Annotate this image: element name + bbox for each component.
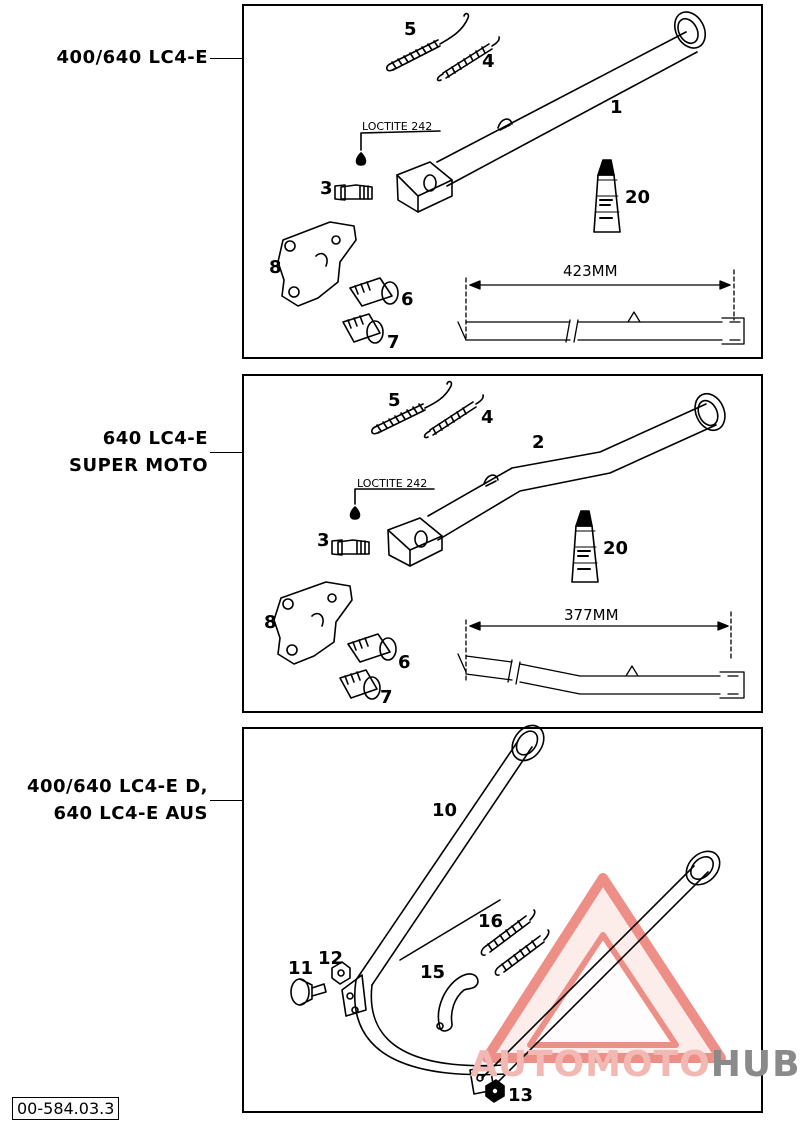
watermark-text: AUTOMOTOHUB — [470, 1044, 800, 1085]
nut-12 — [331, 961, 351, 985]
spring-5-p1 — [386, 12, 470, 72]
part-num-3-p2: 3 — [317, 530, 330, 551]
bracket-15 — [436, 973, 479, 1032]
screw-6-p1 — [349, 277, 399, 307]
loctite-drop-p1 — [355, 130, 441, 166]
model-label-2: 640 LC4-E SUPER MOTO — [10, 425, 208, 479]
part-num-4-p1: 4 — [482, 51, 495, 72]
watermark-text-a: AUTOMOTO — [470, 1044, 711, 1085]
nut-13 — [485, 1079, 505, 1103]
watermark-triangle — [482, 873, 726, 1063]
loctite-bottle-p2 — [571, 510, 599, 583]
part-num-8-p2: 8 — [264, 612, 277, 633]
part-num-2: 2 — [532, 432, 545, 453]
model-label-2-line-1: 640 LC4-E — [102, 428, 208, 449]
figure-code: 00-584.03.3 — [12, 1097, 120, 1120]
spring-4-p2 — [423, 394, 484, 439]
model-label-2-line-2: SUPER MOTO — [69, 455, 208, 476]
part-num-5-p2: 5 — [388, 390, 401, 411]
model-label-3: 400/640 LC4-E D, 640 LC4-E AUS — [10, 773, 208, 827]
screw-6-p2 — [347, 633, 397, 663]
bolt-3-p1 — [334, 184, 373, 201]
center-stand-10 — [341, 724, 721, 1095]
model-label-1-line-1: 400/640 LC4-E — [56, 47, 208, 68]
leader-1 — [210, 58, 242, 59]
screw-7-p2 — [339, 669, 381, 700]
leader-3 — [210, 800, 242, 801]
rubber-buffer-11 — [290, 978, 327, 1006]
watermark-text-b: HUB — [710, 1044, 800, 1085]
part-num-10: 10 — [432, 800, 458, 821]
dimension-drawing-p1 — [457, 269, 745, 345]
spring-5-p2 — [371, 380, 453, 435]
model-label-3-line-1: 400/640 LC4-E D, — [26, 776, 208, 797]
loctite-drop-p2 — [349, 488, 435, 520]
part-num-15: 15 — [420, 962, 446, 983]
springs-16 — [480, 909, 550, 976]
bolt-3-p2 — [331, 539, 370, 556]
part-num-5-p1: 5 — [404, 19, 417, 40]
spring-4-p1 — [436, 36, 500, 82]
loctite-bottle-p1 — [593, 159, 621, 233]
part-num-1: 1 — [610, 97, 623, 118]
bracket-8-p2 — [273, 581, 353, 665]
model-label-3-line-2: 640 LC4-E AUS — [53, 803, 208, 824]
part-num-6-p1: 6 — [401, 289, 414, 310]
part-num-7-p1: 7 — [387, 332, 400, 353]
screw-7-p1 — [342, 313, 384, 344]
part-num-8-p1: 8 — [269, 257, 282, 278]
part-num-7-p2: 7 — [380, 687, 393, 708]
part-num-12: 12 — [318, 948, 344, 969]
part-num-13: 13 — [508, 1085, 534, 1106]
part-num-11: 11 — [288, 958, 314, 979]
dimension-label-p2: 377MM — [561, 606, 622, 624]
dimension-label-p1: 423MM — [560, 262, 621, 280]
part-num-3-p1: 3 — [320, 178, 333, 199]
part-num-20-p2: 20 — [603, 538, 629, 559]
model-label-1: 400/640 LC4-E — [10, 44, 208, 71]
stand-2 — [387, 392, 726, 567]
loctite-label-p1: LOCTITE 242 — [362, 120, 433, 133]
dimension-drawing-p2 — [457, 611, 745, 699]
loctite-label-p2: LOCTITE 242 — [357, 477, 428, 490]
panel-2 — [242, 374, 763, 713]
bracket-8-p1 — [277, 221, 357, 307]
leader-2 — [210, 452, 242, 453]
part-num-4-p2: 4 — [481, 407, 494, 428]
part-num-16: 16 — [478, 911, 504, 932]
part-num-20-p1: 20 — [625, 187, 651, 208]
part-num-6-p2: 6 — [398, 652, 411, 673]
stand-1 — [396, 11, 707, 213]
